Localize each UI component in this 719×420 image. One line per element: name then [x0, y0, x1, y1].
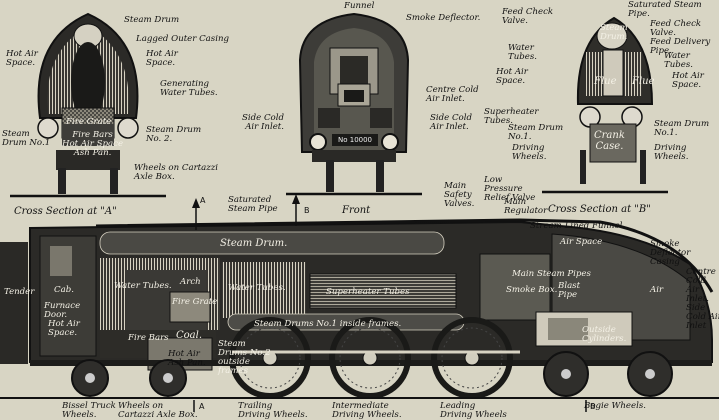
- number-plate: No 10000: [338, 136, 373, 144]
- label-tender: Tender: [4, 287, 35, 297]
- section-marker-b-top: B: [304, 206, 310, 215]
- front-view: [286, 12, 422, 196]
- label-a-wheels-cartazzi: Wheels on Cartazzi Axle Box.: [134, 163, 219, 182]
- label-main-regulator: Main Regulator: [504, 197, 548, 216]
- cross-section-b: [542, 16, 668, 194]
- label-b-superheater-tubes: Superheater Tubes.: [484, 107, 539, 126]
- label-wheels-cartazzi: Wheels on Cartazzi Axle Box.: [118, 401, 198, 420]
- label-leading-driving-wheels: Leading Driving Wheels: [440, 401, 507, 420]
- label-smoke-deflector-casing: Smoke Deflector Casing: [650, 239, 691, 267]
- label-trailing-driving-wheels: Trailing Driving Wheels.: [238, 401, 308, 420]
- label-fire-grate: Fire Grate: [172, 297, 218, 307]
- label-front-smoke-deflector: Smoke Deflector.: [406, 13, 481, 23]
- label-a-steam-drum-no2: Steam Drum No. 2.: [146, 125, 202, 144]
- label-outside-cylinders: Outside Cylinders.: [582, 325, 627, 344]
- caption-section-a: Cross Section at "A": [14, 206, 117, 217]
- label-b-crank-case: Crank Case.: [594, 130, 625, 152]
- label-main-safety-valves: Main Safety Valves.: [444, 181, 475, 209]
- cross-section-a: [10, 12, 166, 198]
- label-smoke-box: Smoke Box.: [506, 285, 558, 295]
- label-front-side-cold-air-inlet-left: Side Cold Air Inlet.: [242, 113, 284, 132]
- label-a-hot-air-space-right: Hot Air Space.: [146, 49, 178, 68]
- label-b-feed-delivery-pipe: Feed Delivery Pipe.: [650, 37, 711, 56]
- caption-section-b: Cross Section at "B": [548, 204, 651, 215]
- label-water-tubes-right: Water Tubes.: [228, 283, 286, 293]
- label-b-steam-drum-no1-right: Steam Drum No.1.: [654, 119, 710, 138]
- label-b-saturated-steam-pipe: Saturated Steam Pipe.: [628, 0, 702, 19]
- caption-front: Front: [342, 205, 371, 216]
- label-b-hot-air-space-left: Hot Air Space.: [496, 67, 528, 86]
- label-b-driving-wheels-right: Driving Wheels.: [654, 143, 689, 162]
- label-steam-drums-no2: Steam Drums No.2 outside frames: [218, 339, 271, 376]
- label-front-side-cold-air-inlet-right: Side Cold Air Inlet.: [430, 113, 472, 132]
- label-air-space: Air Space: [560, 237, 603, 247]
- label-hot-air-space: Hot Air Space.: [48, 319, 80, 338]
- section-marker-b-bottom: B: [590, 402, 596, 411]
- label-b-water-tubes-right: Water Tubes.: [664, 51, 693, 70]
- label-bogie-wheels: Bogie Wheels.: [584, 401, 646, 411]
- label-b-steam-drum: Steam Drum.: [600, 23, 628, 42]
- label-water-tubes-left: Water Tubes.: [114, 281, 172, 291]
- label-a-fire-grate: Fire Grate: [66, 117, 112, 127]
- label-steam-drums-no1: Steam Drums No.1 inside frames.: [254, 319, 402, 329]
- label-saturated-steam-pipe: Saturated Steam Pipe: [228, 195, 278, 214]
- label-a-hot-air-space-left: Hot Air Space.: [6, 49, 38, 68]
- label-air: Air: [650, 285, 664, 295]
- label-a-steam-drum: Steam Drum: [124, 15, 180, 25]
- label-b-flue-left: Flue: [594, 76, 617, 87]
- label-a-lagged-outer-casing: Lagged Outer Casing: [136, 34, 230, 44]
- side-view: [0, 194, 719, 412]
- label-cab: Cab.: [54, 285, 74, 295]
- label-a-steam-drum-no1: Steam Drum No.1: [2, 129, 51, 148]
- label-low-pressure-relief-valve: Low Pressure Relief Valve: [484, 175, 536, 203]
- label-coal: Coal.: [176, 330, 203, 341]
- label-a-fire-bars: Fire Bars Hot Air Space Ash Pan.: [62, 130, 124, 158]
- label-b-driving-wheels-left: Driving Wheels.: [512, 143, 547, 162]
- label-side-cold-air-inlet: Side Cold Air Inlet: [686, 303, 719, 331]
- wheels: [71, 317, 673, 399]
- label-superheater-tubes: Superheater Tubes: [326, 287, 410, 297]
- label-main-steam-pipes: Main Steam Pipes: [512, 269, 591, 279]
- label-intermediate-driving-wheels: Intermediate Driving Wheels.: [332, 401, 402, 420]
- label-b-steam-drum-no1-left: Steam Drum No.1.: [508, 123, 564, 142]
- label-b-flue-right: Flue: [632, 76, 655, 87]
- label-b-hot-air-space-right: Hot Air Space.: [672, 71, 704, 90]
- label-furnace-door: Furnace Door.: [44, 301, 81, 320]
- label-steam-drum: Steam Drum.: [220, 238, 288, 249]
- label-arch: Arch: [180, 277, 201, 287]
- label-b-feed-check-valve-right: Feed Check Valve.: [650, 19, 702, 38]
- label-b-feed-check-valve-left: Feed Check Valve.: [502, 7, 554, 26]
- label-bissel-truck-wheels: Bissel Truck Wheels.: [62, 401, 116, 420]
- label-front-funnel: Funnel: [344, 1, 375, 11]
- label-a-generating-water-tubes: Generating Water Tubes.: [160, 79, 218, 98]
- label-b-water-tubes-left: Water Tubes.: [508, 43, 537, 62]
- label-fire-bars: Fire Bars: [128, 333, 169, 343]
- label-blast-pipe: Blast Pipe: [558, 281, 581, 300]
- label-centre-cold-air-inlet: Centre Cold Air Inlet.: [686, 267, 716, 304]
- section-marker-a-bottom: A: [199, 402, 205, 411]
- section-marker-a-top: A: [200, 196, 206, 205]
- label-stream-lined-funnel: Stream-Lined Funnel.: [530, 221, 626, 231]
- label-front-centre-cold-air-inlet: Centre Cold Air Inlet.: [426, 85, 479, 104]
- label-hot-air-ash-pan: Hot Air Ash Pan.: [168, 349, 206, 368]
